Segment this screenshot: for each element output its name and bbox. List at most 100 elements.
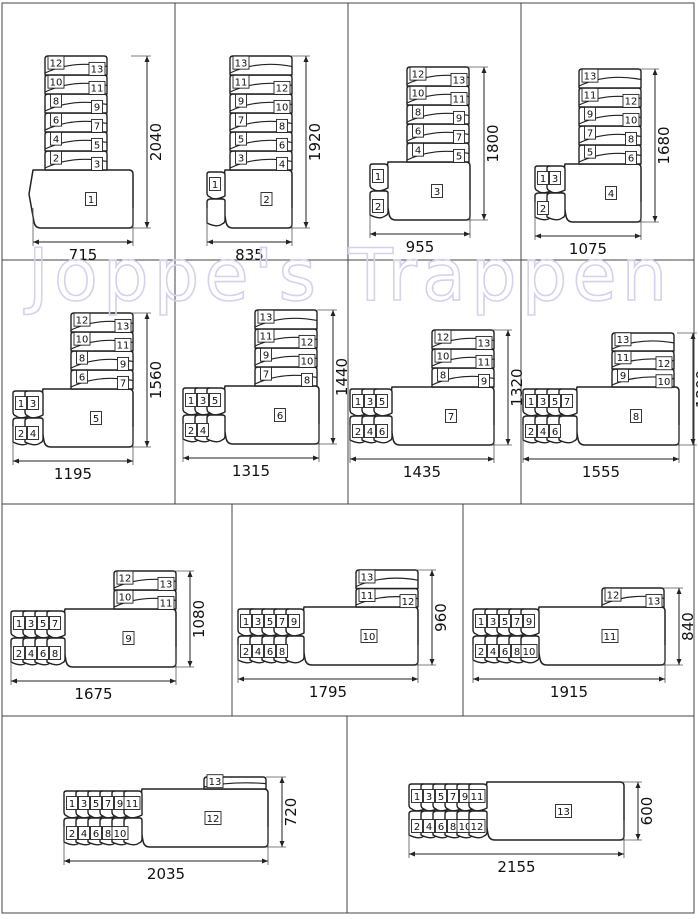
- step-number-box: [232, 55, 250, 70]
- width-dimension-label: 955: [406, 238, 435, 256]
- landing-step: [38, 388, 134, 448]
- step-number: 4: [81, 829, 87, 840]
- arrowhead: [481, 67, 487, 73]
- step-number: 7: [587, 128, 593, 139]
- step-number: 12: [437, 332, 450, 343]
- step-number: 12: [658, 359, 671, 370]
- step-number-box: [264, 614, 276, 628]
- step-number: 6: [415, 126, 421, 137]
- step-number-box: [605, 186, 617, 200]
- step-number-box: [90, 826, 102, 840]
- step-number-box: [49, 616, 61, 630]
- arrowhead: [635, 782, 641, 788]
- height-dimension-label: 1680: [655, 126, 673, 164]
- step-number: 4: [367, 427, 373, 438]
- arrowhead: [330, 310, 336, 316]
- tread-split-line: [611, 340, 675, 350]
- step-number: 2: [16, 649, 22, 660]
- step-number: 10: [363, 632, 376, 643]
- step-number-box: [88, 61, 106, 76]
- step-number: 9: [291, 617, 297, 628]
- step-number: 6: [277, 411, 283, 422]
- step-number-box: [511, 614, 523, 628]
- step-number: 10: [50, 77, 63, 88]
- step-number: 4: [415, 145, 421, 156]
- step-number-box: [453, 110, 465, 125]
- step-number: 12: [76, 315, 89, 326]
- arrowhead: [127, 458, 133, 464]
- step-number: 3: [434, 187, 440, 198]
- step-number: 12: [301, 338, 314, 349]
- step-number-box: [78, 826, 90, 840]
- step-number: 9: [125, 634, 131, 645]
- arrowhead: [313, 455, 319, 461]
- landing-step: [387, 386, 495, 446]
- step-number-box: [622, 93, 640, 108]
- arrowhead: [303, 56, 309, 62]
- arrowhead: [187, 661, 193, 667]
- step-number-box: [185, 423, 197, 437]
- step-number: 1: [540, 174, 546, 185]
- step-number-box: [123, 796, 141, 810]
- step-number: 13: [617, 335, 630, 346]
- step-number: 10: [114, 829, 127, 840]
- step-number-box: [537, 171, 549, 185]
- step-number-box: [27, 426, 39, 440]
- step-number: 13: [453, 76, 466, 87]
- step-number-box: [655, 374, 673, 389]
- step-number: 8: [279, 647, 285, 658]
- tread-split-line: [254, 317, 318, 328]
- step-number: 2: [263, 195, 269, 206]
- step-number-box: [102, 796, 114, 810]
- step-number-box: [73, 312, 91, 327]
- step-number-box: [15, 426, 27, 440]
- arrowhead: [481, 214, 487, 220]
- step-number: 6: [438, 822, 444, 833]
- width-dimension-label: 1435: [403, 463, 441, 481]
- step-number: 1: [375, 172, 381, 183]
- arrowhead: [370, 231, 376, 237]
- step-number-box: [197, 423, 209, 437]
- arrowhead: [429, 570, 435, 576]
- step-number: 8: [105, 829, 111, 840]
- arrowhead: [64, 858, 70, 864]
- step-number: 7: [450, 792, 456, 803]
- step-number-box: [117, 375, 129, 390]
- landing-step: [299, 606, 419, 666]
- step-number: 12: [471, 822, 484, 833]
- step-number-box: [525, 394, 537, 408]
- arrowhead: [652, 69, 658, 75]
- step-number-box: [264, 644, 276, 658]
- step-number-box: [209, 177, 221, 191]
- step-number: 3: [94, 160, 100, 171]
- arrowhead: [350, 456, 356, 462]
- height-dimension-label: 1920: [306, 123, 324, 161]
- tread-split-line: [229, 63, 293, 74]
- step-number-box: [66, 796, 78, 810]
- step-number: 13: [91, 65, 104, 76]
- arrowhead: [11, 678, 17, 684]
- step-number: 3: [490, 617, 496, 628]
- step-number: 9: [620, 371, 626, 382]
- step-number-box: [487, 644, 499, 658]
- step-number: 5: [93, 414, 99, 425]
- step-number: 4: [540, 427, 546, 438]
- height-dimension-label: 600: [638, 797, 656, 826]
- landing-step: [60, 608, 177, 668]
- step-number: 13: [557, 807, 570, 818]
- watermark-text: Joppe's Trappen: [24, 233, 673, 317]
- arrowhead: [303, 222, 309, 228]
- step-number-box: [197, 393, 209, 407]
- height-dimension-label: 1200: [693, 370, 698, 408]
- step-number-box: [88, 80, 106, 95]
- step-number: 9: [94, 103, 100, 114]
- step-number: 13: [361, 572, 374, 583]
- step-number: 8: [304, 376, 310, 387]
- step-number-box: [453, 129, 465, 144]
- step-number-box: [645, 593, 663, 608]
- step-number-box: [111, 826, 129, 840]
